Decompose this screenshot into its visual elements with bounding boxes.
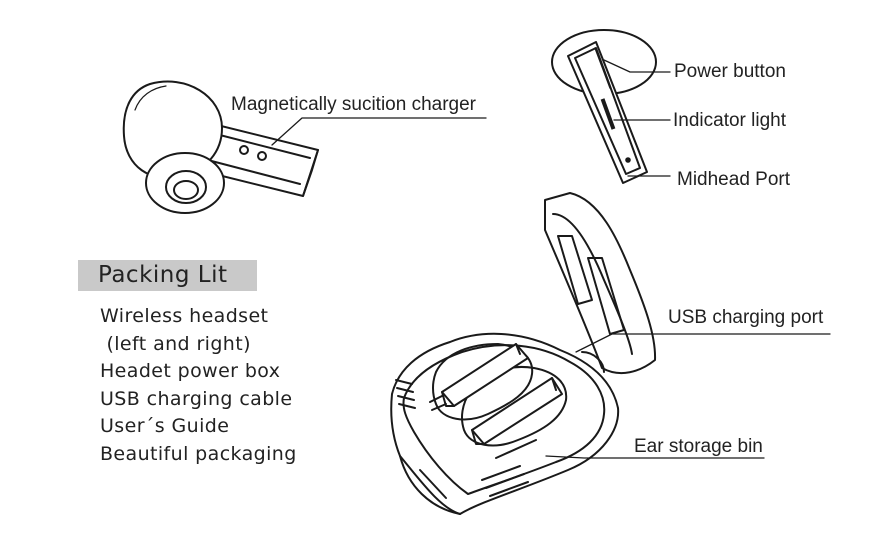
charging-case — [390, 192, 831, 515]
magnetic-charger-label: Magnetically sucition charger — [231, 94, 477, 115]
packing-list-item: USB charging cable — [100, 387, 293, 410]
charger-leader-line — [271, 117, 487, 146]
power-button-label: Power button — [674, 61, 786, 82]
storage-bin-leader-line — [545, 455, 765, 459]
packing-list-item: (left and right) — [100, 332, 251, 355]
usb-port-leader-line — [575, 333, 831, 353]
packing-list: Wireless headset (left and right) Headet… — [100, 303, 297, 469]
ear-storage-bin-label: Ear storage bin — [634, 436, 763, 457]
midhead-port-label: Midhead Port — [677, 169, 791, 190]
charging-contact — [257, 151, 267, 161]
charging-contact — [239, 145, 249, 155]
earbud-side-view — [122, 80, 487, 214]
indicator-light-label: Indicator light — [673, 110, 787, 131]
packing-list-item: Headet power box — [100, 360, 281, 383]
lid-window — [557, 235, 593, 305]
earbud-front-view — [551, 29, 671, 184]
packing-list-item: User´s Guide — [100, 415, 230, 438]
packing-list-item: Wireless headset — [100, 305, 269, 327]
packing-list-item: Beautiful packaging — [100, 442, 297, 465]
power-button-leader-line — [603, 59, 671, 73]
indicator-light-bar — [600, 98, 616, 130]
lid-window — [587, 257, 625, 335]
packing-list-title: Packing Lit — [78, 260, 257, 291]
usb-charging-port-label: USB charging port — [668, 307, 824, 328]
